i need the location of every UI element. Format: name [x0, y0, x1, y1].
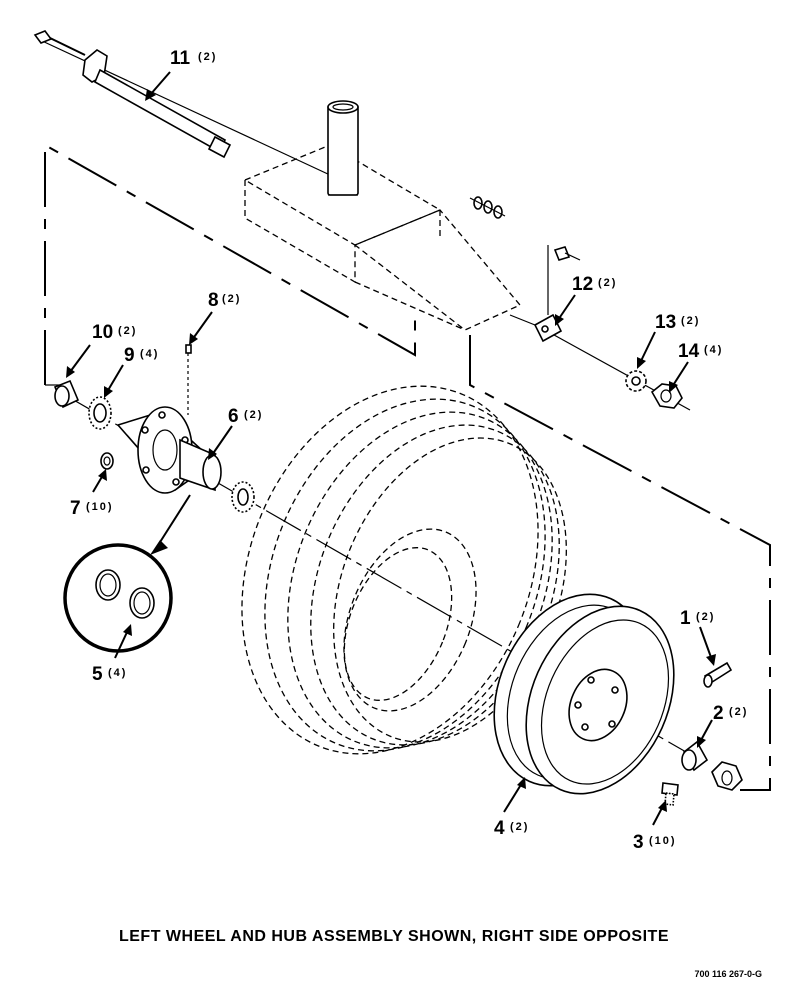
callout-leaders	[66, 71, 716, 826]
callout-3-qty: (10)	[649, 835, 677, 847]
part-14-nut	[650, 383, 683, 409]
part-12-bracket	[509, 245, 581, 343]
callout-11-qty: (2)	[198, 51, 217, 63]
callout-10-number: 10	[92, 322, 113, 343]
callout-3-number: 3	[633, 832, 644, 853]
callout-1-qty: (2)	[696, 611, 715, 623]
callout-14-qty: (4)	[704, 344, 723, 356]
callout-7-number: 7	[70, 498, 81, 519]
callout-5-qty: (4)	[108, 667, 127, 679]
outer-bearing	[231, 481, 255, 513]
part-10-bushing	[53, 379, 80, 409]
callout-8-qty: (2)	[222, 293, 241, 305]
part-4-wheel	[493, 593, 675, 795]
part-2-spacer	[681, 740, 709, 772]
callout-14-number: 14	[678, 341, 700, 362]
drawing-number: 700 116 267-0-G	[694, 969, 762, 979]
part-7-stud	[100, 452, 114, 470]
wheel-nut	[711, 761, 743, 791]
part-3-bolt	[661, 782, 679, 806]
callout-1-number: 1	[680, 608, 691, 629]
diagram-caption: LEFT WHEEL AND HUB ASSEMBLY SHOWN, RIGHT…	[119, 928, 669, 945]
part-6-hub	[116, 406, 222, 494]
spindle-mount	[243, 100, 522, 331]
callout-4-number: 4	[494, 818, 505, 839]
callout-2-number: 2	[713, 703, 724, 724]
callout-5-number: 5	[92, 664, 103, 685]
callout-4-qty: (2)	[510, 821, 529, 833]
lock-washers	[469, 196, 506, 219]
callout-6-number: 6	[228, 406, 239, 427]
callout-11-number: 11	[170, 48, 191, 69]
callout-6-qty: (2)	[244, 409, 263, 421]
callout-10-qty: (2)	[118, 325, 137, 337]
callout-12-number: 12	[572, 274, 593, 295]
callout-13-number: 13	[655, 312, 676, 333]
part-13-washer	[625, 370, 647, 392]
callout-12-qty: (2)	[598, 277, 617, 289]
callout-8-number: 8	[208, 290, 219, 311]
callout-2-qty: (2)	[729, 706, 748, 718]
part-9-bearing	[88, 396, 112, 430]
part-1-valve-stem	[703, 661, 733, 688]
part-11-bolt	[33, 30, 232, 159]
callout-7-qty: (10)	[86, 501, 114, 513]
part-8-grease-fitting	[185, 344, 192, 415]
callout-9-qty: (4)	[140, 348, 159, 360]
callout-13-qty: (2)	[681, 315, 700, 327]
callout-labels: 11 (2) 8 (2) 10 (2) 9 (4) 6 (2) 7 (10) 5…	[70, 48, 748, 853]
callout-9-number: 9	[124, 345, 135, 366]
